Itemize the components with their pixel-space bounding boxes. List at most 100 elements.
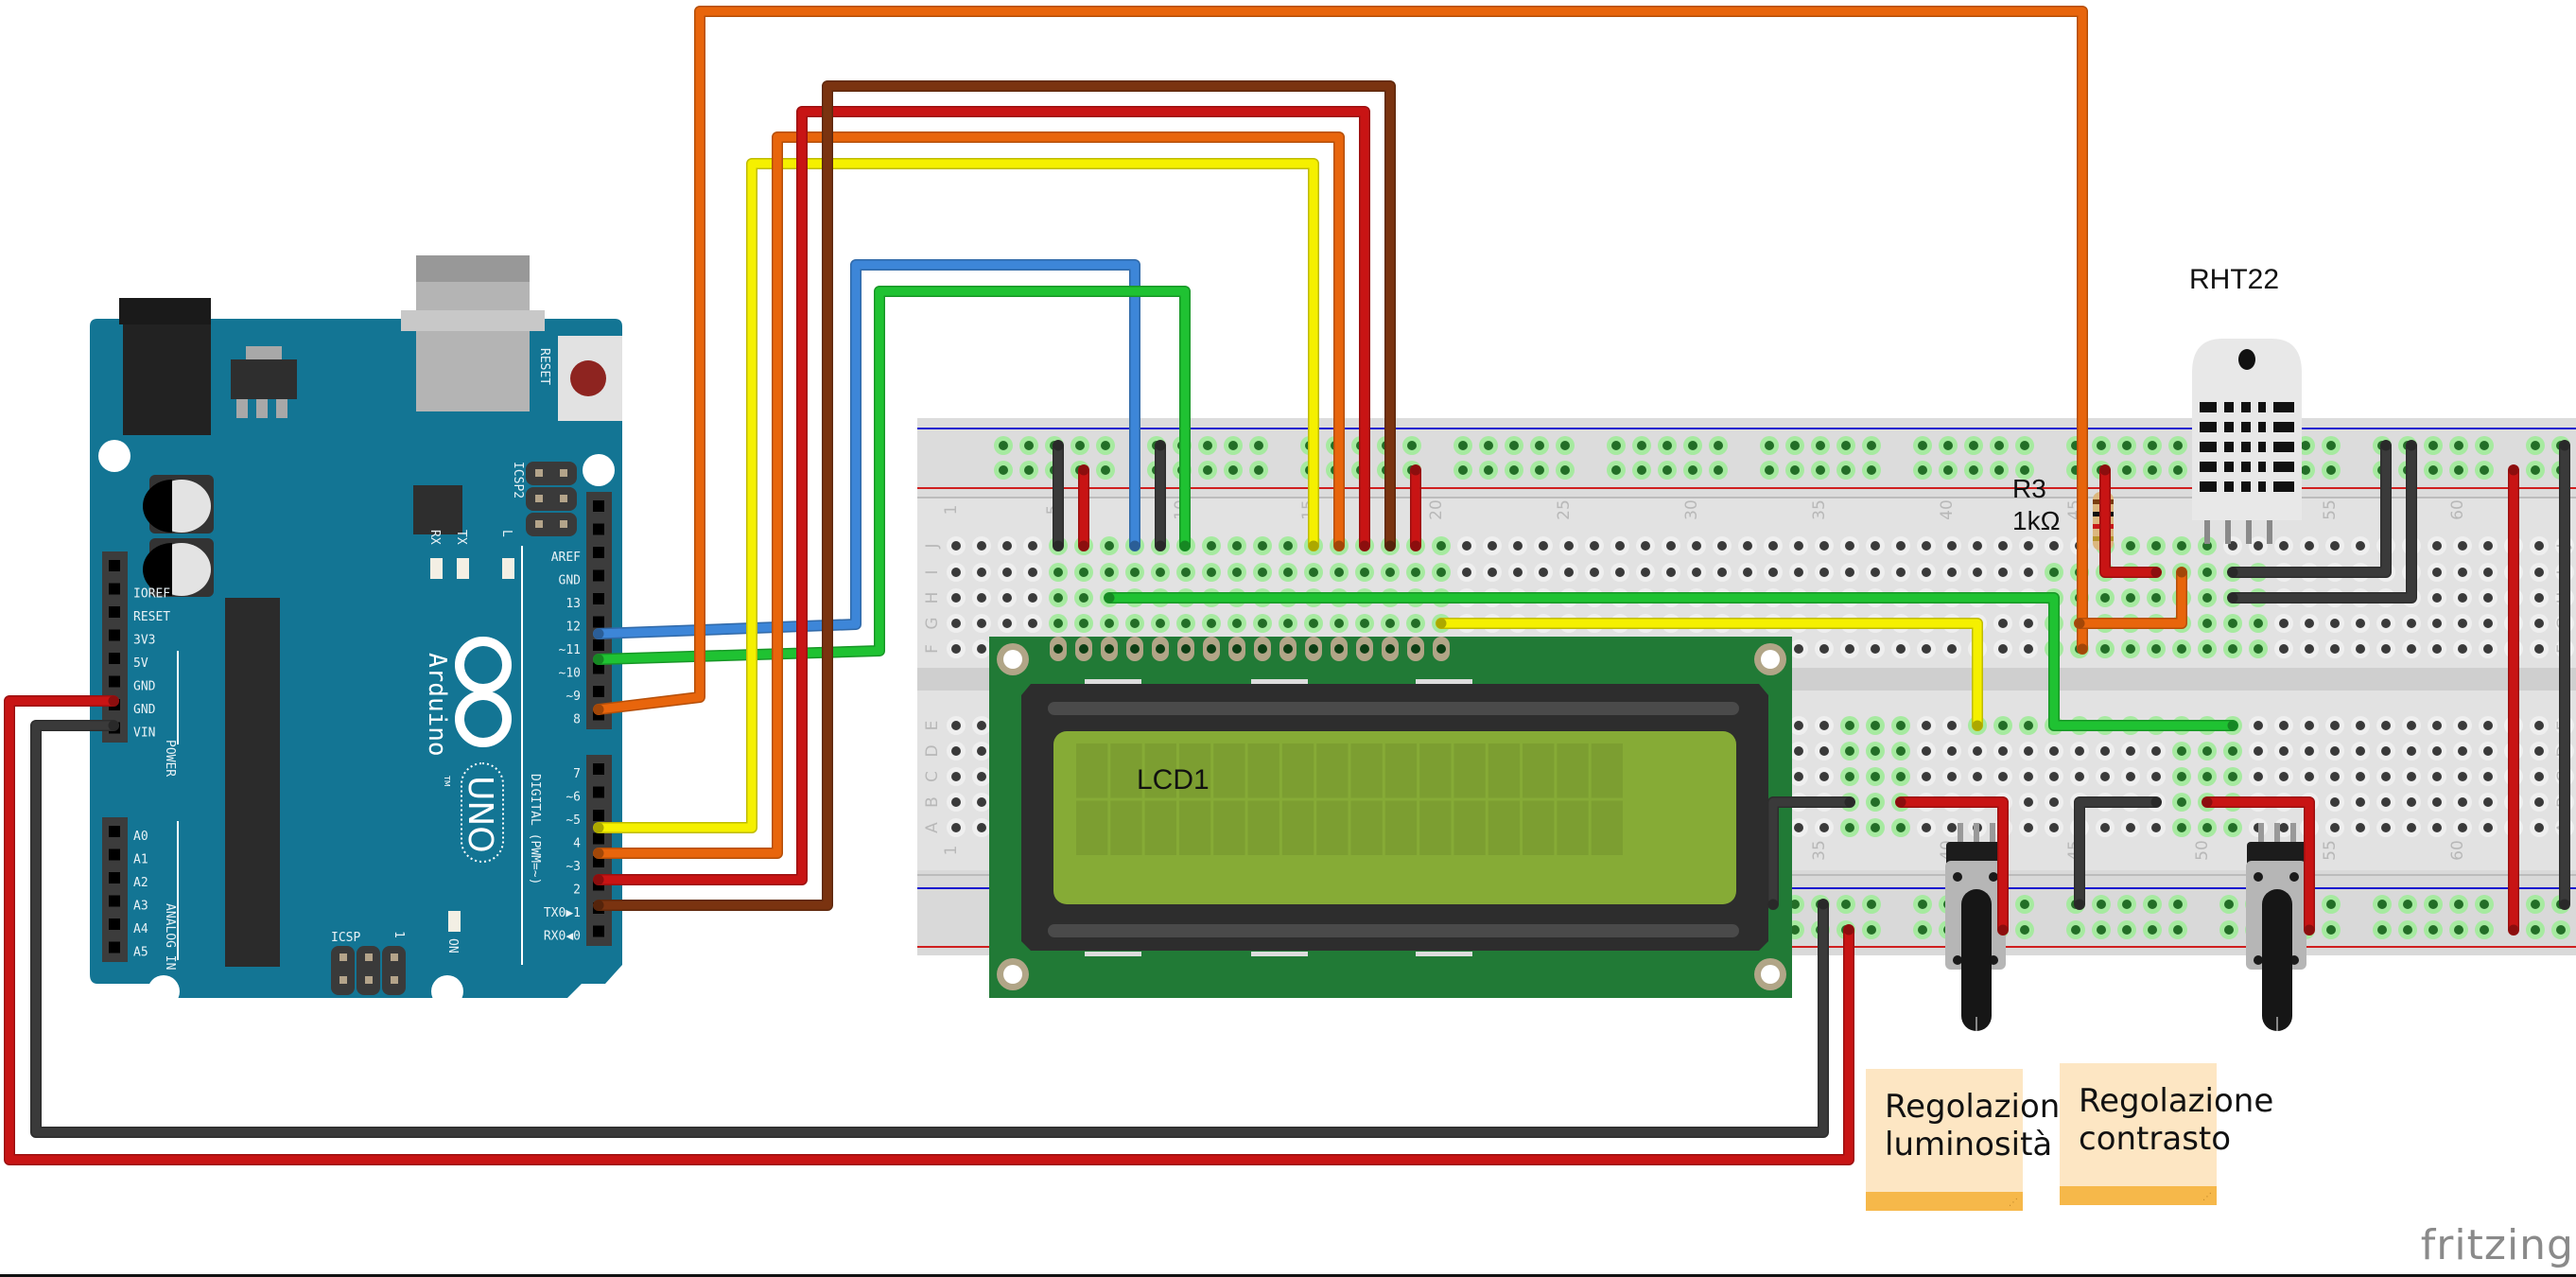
lcd-character-cell (1247, 743, 1279, 798)
rail-hole (2301, 465, 2310, 475)
sensor-vent (2241, 402, 2251, 412)
breadboard-hole (2356, 541, 2365, 551)
potentiometer-contrast-screw (2254, 955, 2263, 965)
lcd-pin (1053, 644, 1063, 654)
note-contrast[interactable]: Regolazione contrasto ⋰ (2060, 1063, 2273, 1205)
breadboard-hole (1998, 721, 2008, 730)
potentiometer-contrast-screw (2289, 872, 2299, 882)
lcd-pin (1283, 644, 1293, 654)
breadboard-hole (1845, 772, 1854, 781)
sensor-vent (2241, 422, 2251, 432)
note-brightness-line2: luminosità (1885, 1126, 2053, 1163)
wire-d3-red-end (1359, 540, 1370, 551)
rail-hole (1662, 465, 1672, 475)
wire-d2-brown-end (1384, 540, 1396, 551)
rail-hole (2377, 925, 2387, 935)
wire-gnd-black-end (1818, 899, 1829, 910)
breadboard-hole (2356, 797, 2365, 807)
dc-jack-top (119, 298, 211, 324)
breadboard-hole (2049, 746, 2059, 756)
column-number: 25 (1555, 499, 1574, 520)
note-brightness[interactable]: Regolazione luminosità ⋰ (1866, 1069, 2080, 1211)
breadboard-hole (2305, 772, 2314, 781)
rail-hole (2173, 925, 2183, 935)
digital-pin-label: ~3 (566, 860, 581, 874)
breadboard-hole (1947, 746, 1957, 756)
regulator-leg (236, 399, 248, 418)
rail-hole (2556, 925, 2566, 935)
icsp-pin (391, 976, 398, 984)
lcd-character-cell (1488, 743, 1521, 798)
mount-hole (98, 440, 131, 472)
icsp-pin-column (331, 946, 355, 995)
breadboard-hole (1053, 619, 1063, 628)
breadboard-hole (2458, 568, 2467, 577)
breadboard-hole (2407, 772, 2416, 781)
digital-header-upper-pin (593, 662, 604, 674)
breadboard-hole (1845, 721, 1854, 730)
breadboard-hole (1896, 644, 1906, 654)
lcd-character-cell (1350, 743, 1383, 798)
breadboard-hole (951, 644, 961, 654)
analog-header-pin (109, 872, 120, 883)
lcd-character-cell (1178, 743, 1211, 798)
rail-hole (1203, 465, 1212, 475)
column-number: 60 (2448, 840, 2467, 861)
potentiometer-brightness-leg (1990, 823, 1995, 846)
rail-hole (1637, 441, 1646, 450)
breadboard-hole (2483, 644, 2493, 654)
column-number: 1 (942, 846, 961, 856)
breadboard-hole (1794, 644, 1803, 654)
breadboard-hole (1207, 541, 1216, 551)
rail-hole (1867, 900, 1876, 909)
led-indicator (502, 558, 514, 579)
row-letter: E (923, 721, 942, 731)
mount-hole (148, 975, 180, 1007)
resize-grip-icon[interactable]: ⋰ (2202, 1192, 2213, 1202)
rail-hole (2403, 900, 2412, 909)
rail-hole (2122, 441, 2132, 450)
jumper-gnd-end (1155, 440, 1166, 451)
mount-hole (583, 454, 615, 486)
breadboard-hole (2432, 619, 2442, 628)
potentiometer-contrast-leg (2290, 823, 2296, 846)
breadboard-hole (1615, 541, 1625, 551)
lcd-mount-hole (1761, 965, 1780, 984)
breadboard-hole (2177, 797, 2186, 807)
resize-grip-icon[interactable]: ⋰ (2009, 1198, 2019, 1208)
potentiometer-brightness-knob-icon (1961, 889, 1992, 1031)
breadboard-hole (2381, 772, 2391, 781)
breadboard-hole (2126, 593, 2135, 603)
breadboard-hole (1002, 568, 1012, 577)
breadboard-hole (1922, 721, 1931, 730)
digital-header-upper-pin (593, 616, 604, 628)
breadboard-hole (2534, 568, 2544, 577)
breadboard-hole (1871, 797, 1880, 807)
breadboard-hole (1232, 619, 1242, 628)
breadboard-hole (1283, 541, 1293, 551)
breadboard-hole (1156, 619, 1165, 628)
power-header-pin (109, 560, 120, 571)
analog-pin-label: A1 (133, 853, 148, 867)
breadboard-hole (1794, 823, 1803, 832)
column-number: 30 (1682, 499, 1701, 520)
rail-hole (2326, 465, 2336, 475)
sensor-vent (2258, 402, 2266, 412)
lcd-mount-hole (1003, 965, 1022, 984)
wire-5v-red (5, 696, 1854, 1164)
column-number: 40 (1938, 499, 1957, 520)
breadboard-hole (1488, 541, 1497, 551)
lcd-character-cell (1419, 800, 1452, 855)
sensor-vent (2224, 422, 2234, 432)
lcd-pin (1309, 644, 1318, 654)
digital-pin-label: 8 (573, 713, 581, 727)
power-header-pin (109, 653, 120, 664)
breadboard-hole (2330, 619, 2340, 628)
rail-hole (1867, 465, 1876, 475)
potentiometer-brightness-screw (1953, 955, 1962, 965)
breadboard-hole (2024, 823, 2033, 832)
breadboard-hole (977, 644, 986, 654)
lcd-pin (1105, 644, 1114, 654)
rail-hole (1560, 441, 1570, 450)
analog-pin-label: A5 (133, 946, 148, 960)
